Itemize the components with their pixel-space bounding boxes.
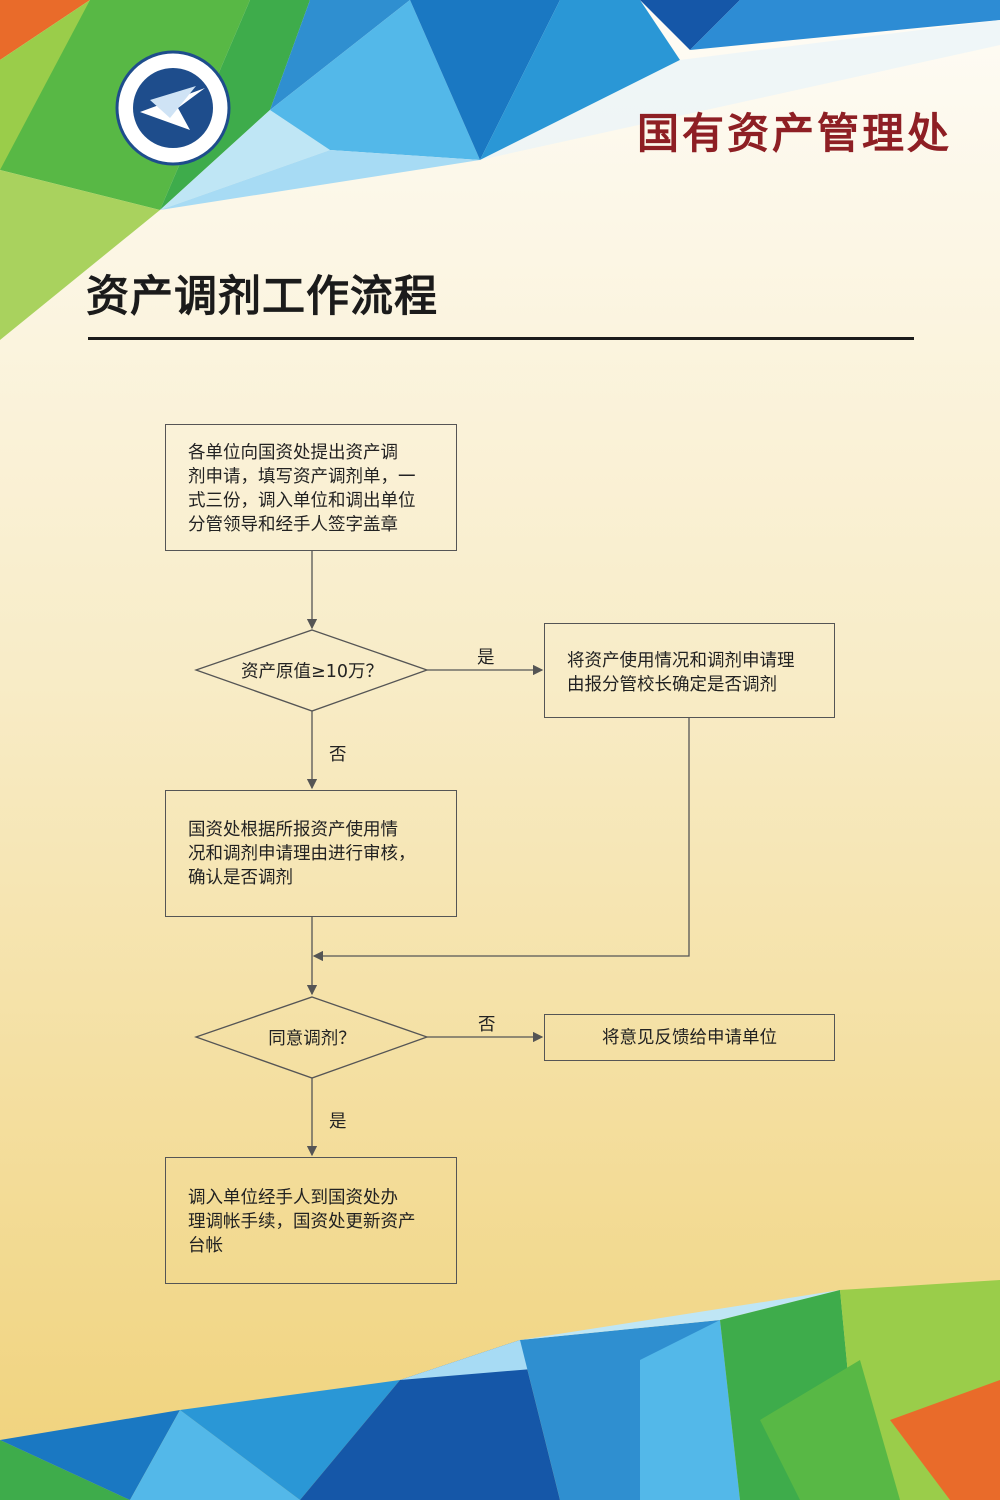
step-audit-line: 况和调剂申请理由进行审核， [188, 844, 416, 864]
decision2-no-label: 否 [478, 1015, 496, 1035]
step-feedback-label: 将意见反馈给申请单位 [602, 1027, 777, 1048]
step-apply-line: 分管领导和经手人签字盖章 [188, 515, 398, 535]
connector-president-merge [312, 718, 690, 962]
step-apply-line: 剂申请，填写资产调剂单，一 [188, 467, 416, 487]
step-president-line: 将资产使用情况和调剂申请理 [567, 651, 795, 671]
step-audit: 国资处根据所报资产使用情 况和调剂申请理由进行审核， 确认是否调剂 [165, 790, 457, 917]
decision2-diamond [194, 996, 429, 1079]
step-apply: 各单位向国资处提出资产调 剂申请，填写资产调剂单，一 式三份，调入单位和调出单位… [165, 424, 457, 551]
step-transfer-line: 台帐 [188, 1236, 223, 1256]
step-apply-line: 式三份，调入单位和调出单位 [188, 491, 416, 511]
title-divider [88, 337, 914, 340]
department-name: 国有资产管理处 [636, 109, 952, 158]
step-president-review: 将资产使用情况和调剂申请理 由报分管校长确定是否调剂 [544, 623, 835, 718]
decision1-no-label: 否 [329, 745, 347, 765]
step-transfer: 调入单位经手人到国资处办 理调帐手续，国资处更新资产 台帐 [165, 1157, 457, 1284]
decision2-label: 同意调剂？ [268, 1028, 356, 1049]
decision1-diamond [194, 629, 429, 712]
university-seal-icon [115, 50, 231, 166]
step-audit-line: 国资处根据所报资产使用情 [188, 820, 398, 840]
step-transfer-line: 理调帐手续，国资处更新资产 [188, 1212, 416, 1232]
decision2-yes-label: 是 [329, 1112, 347, 1132]
page-title: 资产调剂工作流程 [86, 272, 438, 322]
decision1-label: 资产原值≥10万？ [241, 661, 383, 682]
step-feedback: 将意见反馈给申请单位 [544, 1014, 835, 1061]
step-president-line: 由报分管校长确定是否调剂 [567, 675, 777, 695]
decision1-yes-label: 是 [477, 648, 495, 668]
step-apply-line: 各单位向国资处提出资产调 [188, 443, 398, 463]
step-audit-line: 确认是否调剂 [188, 868, 293, 888]
step-transfer-line: 调入单位经手人到国资处办 [188, 1188, 398, 1208]
